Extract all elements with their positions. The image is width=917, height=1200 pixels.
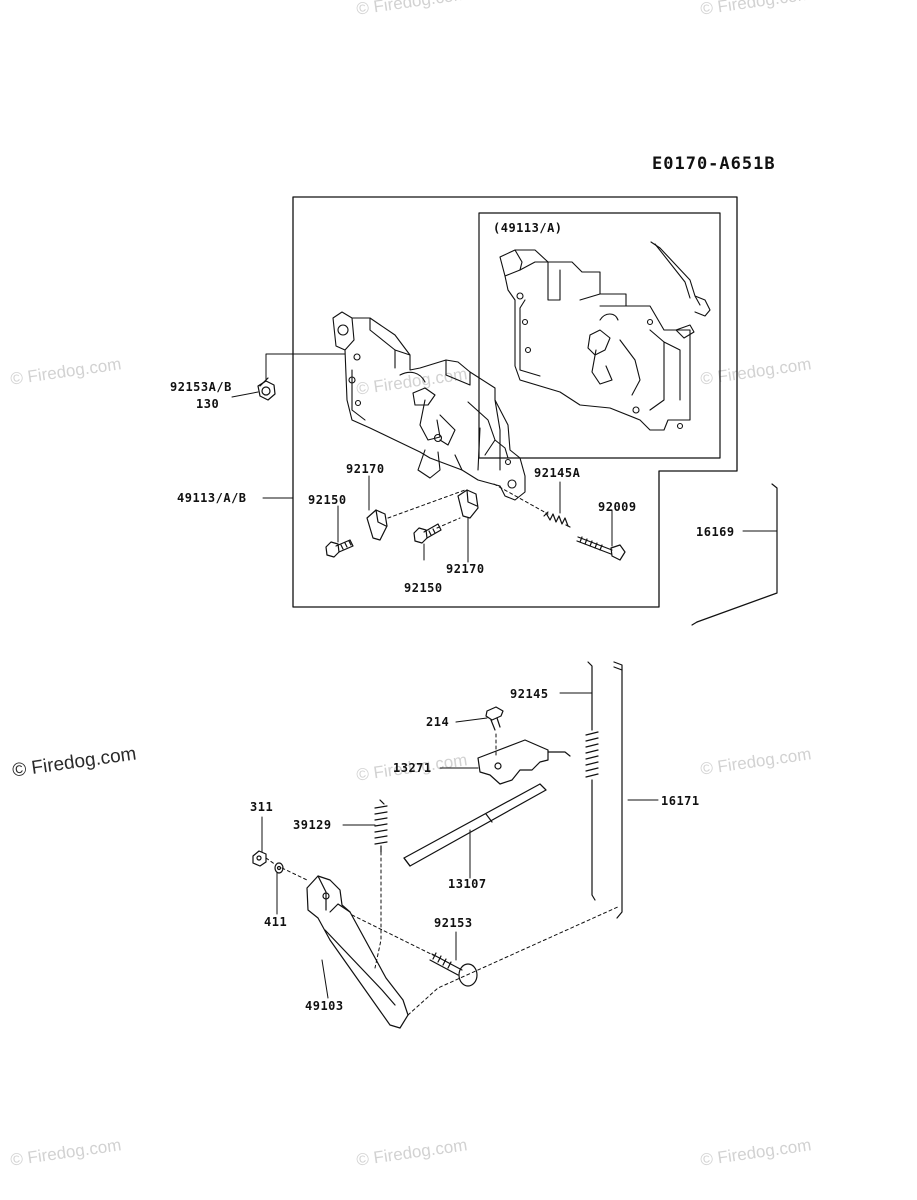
callout-92170-left: 92170 bbox=[346, 462, 385, 476]
callout-13107: 13107 bbox=[448, 877, 487, 891]
callout-16169: 16169 bbox=[696, 525, 735, 539]
lever-49103 bbox=[306, 875, 409, 1029]
shaft-13107 bbox=[403, 783, 547, 867]
inset-label: (49113/A) bbox=[493, 221, 563, 235]
callout-411: 411 bbox=[264, 915, 288, 929]
callout-92150-right: 92150 bbox=[404, 581, 443, 595]
callout-92145a: 92145A bbox=[534, 466, 581, 480]
bolt-92150-left bbox=[325, 539, 354, 558]
rod-16169 bbox=[691, 483, 778, 626]
callout-130: 130 bbox=[196, 397, 220, 411]
nut-311 bbox=[252, 850, 267, 867]
inset-frame bbox=[478, 212, 721, 459]
callout-92153: 92153 bbox=[434, 916, 473, 930]
bolt-92150-right bbox=[413, 523, 442, 544]
main-bracket bbox=[332, 311, 526, 501]
inset-bracket bbox=[499, 241, 711, 431]
callout-13271: 13271 bbox=[393, 761, 432, 775]
callout-16171: 16171 bbox=[661, 794, 700, 808]
screw-92009 bbox=[576, 536, 626, 561]
assembly-frame bbox=[292, 196, 738, 608]
screw-214 bbox=[485, 706, 504, 731]
spring-92145 bbox=[585, 661, 599, 901]
callout-311: 311 bbox=[250, 800, 274, 814]
callout-92150-left: 92150 bbox=[308, 493, 347, 507]
spring-92145a bbox=[543, 511, 571, 528]
hex-bolt-92153ab bbox=[257, 377, 276, 401]
diagram-code: E0170-A651B bbox=[652, 154, 776, 174]
leader-lines bbox=[231, 353, 778, 999]
callout-49113ab: 49113/A/B bbox=[177, 491, 247, 505]
callout-92153ab: 92153A/B bbox=[170, 380, 232, 394]
spring-39129 bbox=[374, 799, 388, 853]
assembly-dashes bbox=[265, 483, 621, 1016]
callout-49103: 49103 bbox=[305, 999, 344, 1013]
callout-92170-right: 92170 bbox=[446, 562, 485, 576]
callout-92145: 92145 bbox=[510, 687, 549, 701]
rod-16171 bbox=[613, 661, 623, 919]
plate-13271 bbox=[477, 739, 571, 785]
callout-39129: 39129 bbox=[293, 818, 332, 832]
clip-92170-left bbox=[366, 509, 388, 541]
callout-92009: 92009 bbox=[598, 500, 637, 514]
callout-214: 214 bbox=[426, 715, 450, 729]
clip-92170-right bbox=[457, 489, 479, 519]
